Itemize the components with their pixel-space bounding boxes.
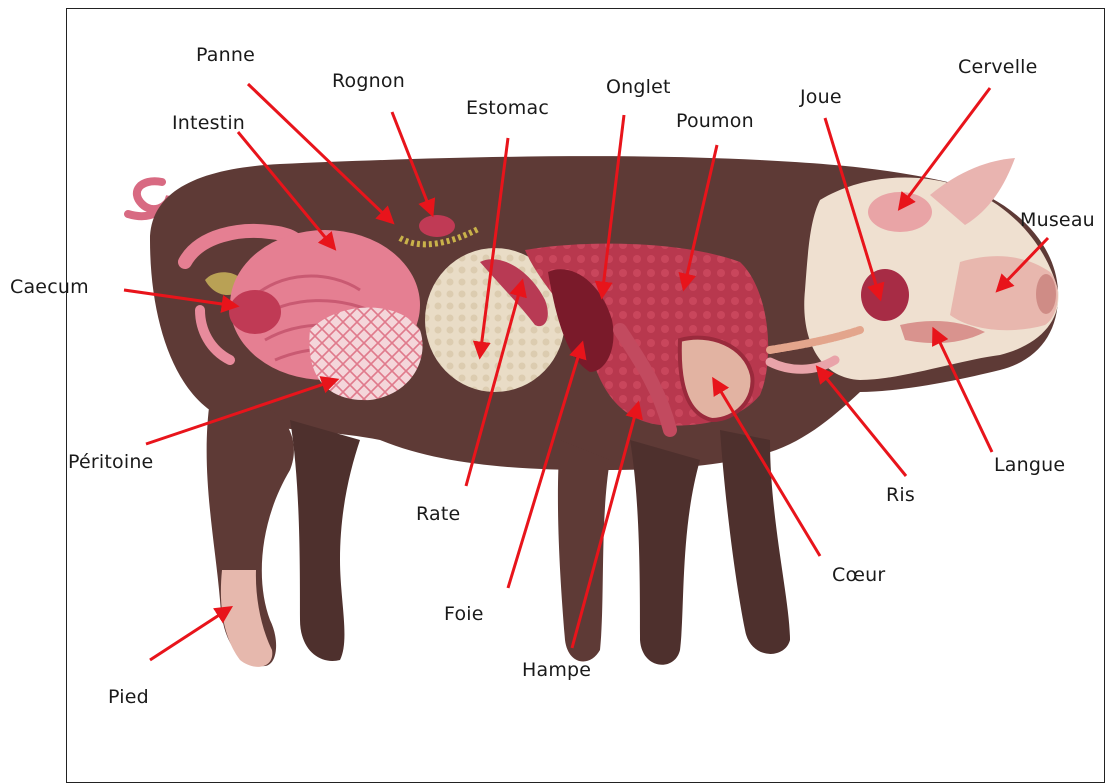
label-pied: Pied: [108, 686, 149, 708]
label-peritoine: Péritoine: [68, 451, 153, 473]
label-panne: Panne: [196, 44, 255, 66]
label-poumon: Poumon: [676, 110, 754, 132]
label-hampe: Hampe: [522, 659, 591, 681]
label-caecum: Caecum: [10, 276, 89, 298]
label-ris: Ris: [886, 484, 915, 506]
label-cervelle: Cervelle: [958, 56, 1038, 78]
label-rate: Rate: [416, 503, 460, 525]
label-langue: Langue: [994, 454, 1065, 476]
label-intestin: Intestin: [172, 112, 245, 134]
label-estomac: Estomac: [466, 97, 549, 119]
label-foie: Foie: [444, 603, 484, 625]
label-onglet: Onglet: [606, 76, 671, 98]
label-rognon: Rognon: [332, 70, 405, 92]
label-museau: Museau: [1020, 209, 1095, 231]
label-coeur: Cœur: [832, 564, 885, 586]
label-joue: Joue: [800, 86, 842, 108]
arrow-pied: [150, 608, 230, 660]
